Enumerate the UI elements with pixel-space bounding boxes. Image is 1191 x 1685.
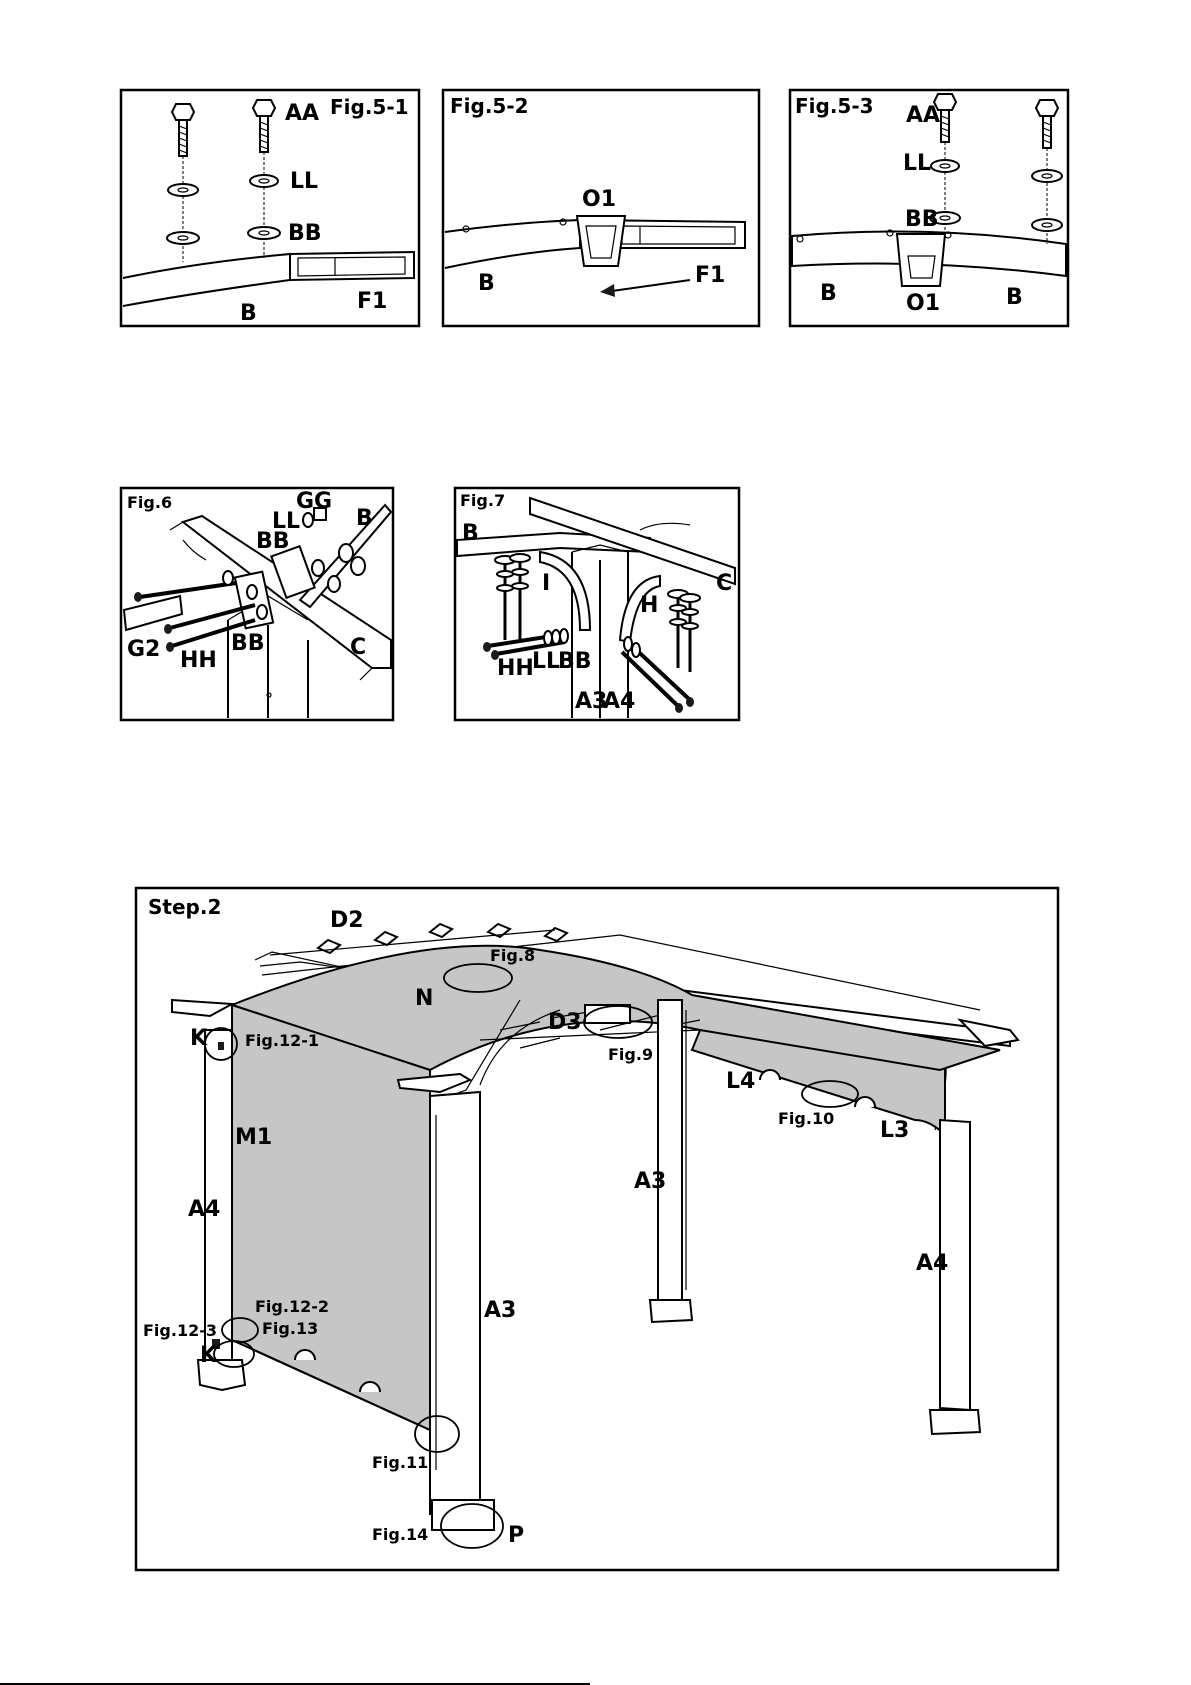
label-b: B bbox=[240, 301, 257, 326]
fig-5-3-panel: Fig.5-3 AA LL BB B O1 B bbox=[790, 90, 1068, 326]
lock-washer-ll bbox=[250, 175, 278, 187]
label-gg: GG bbox=[296, 489, 332, 514]
label-p: P bbox=[508, 1523, 524, 1548]
label-h: H bbox=[640, 593, 658, 618]
direction-arrow bbox=[612, 280, 690, 291]
label-g2: G2 bbox=[127, 637, 160, 662]
fig-5-3-title: Fig.5-3 bbox=[795, 94, 874, 118]
label-c: C bbox=[716, 571, 732, 596]
label-a4-right: A4 bbox=[916, 1251, 948, 1276]
post-a4-right bbox=[930, 1120, 980, 1434]
label-k-bottom: K bbox=[200, 1343, 218, 1368]
beam-b bbox=[445, 220, 580, 268]
vertical-bolts bbox=[495, 554, 700, 672]
label-f1: F1 bbox=[695, 263, 725, 288]
callout-fig11-label: Fig.11 bbox=[372, 1453, 428, 1472]
label-l3: L3 bbox=[880, 1118, 909, 1143]
callout-fig14-label: Fig.14 bbox=[372, 1525, 428, 1544]
fig-7-title: Fig.7 bbox=[460, 491, 505, 510]
fig-6-panel: Fig.6 GG LL BB B G2 HH BB C bbox=[121, 488, 393, 720]
label-c: C bbox=[350, 635, 366, 660]
fig-7-panel: Fig.7 B I C H HH LL BB A3 A4 bbox=[455, 488, 739, 720]
label-i: I bbox=[542, 571, 550, 596]
label-bb: BB bbox=[558, 649, 592, 674]
label-b-left: B bbox=[820, 281, 837, 306]
label-b: B bbox=[462, 521, 479, 546]
label-b: B bbox=[478, 271, 495, 296]
label-hh: HH bbox=[497, 656, 534, 681]
label-o1: O1 bbox=[582, 187, 616, 212]
callout-fig12-2-label: Fig.12-2 bbox=[255, 1297, 329, 1316]
label-l4: L4 bbox=[726, 1069, 755, 1094]
label-aa: AA bbox=[285, 101, 319, 126]
plate-g2 bbox=[124, 596, 182, 630]
label-bb-top: BB bbox=[256, 529, 290, 554]
step-2-title: Step.2 bbox=[148, 895, 221, 919]
callout-fig12-1-label: Fig.12-1 bbox=[245, 1031, 319, 1050]
label-bb: BB bbox=[905, 207, 939, 232]
callout-fig10-label: Fig.10 bbox=[778, 1109, 834, 1128]
label-a3-back: A3 bbox=[634, 1169, 666, 1194]
label-a4: A4 bbox=[603, 689, 635, 714]
fig-5-2-panel: Fig.5-2 O1 B F1 bbox=[443, 90, 759, 326]
callout-fig13-label: Fig.13 bbox=[262, 1319, 318, 1338]
label-ll: LL bbox=[290, 169, 318, 194]
washer-bb bbox=[248, 227, 280, 239]
fig-5-2-title: Fig.5-2 bbox=[450, 94, 529, 118]
callout-fig12-3-label: Fig.12-3 bbox=[143, 1321, 217, 1340]
bolt-aa bbox=[248, 100, 280, 258]
bolt-left bbox=[167, 104, 199, 262]
label-f1: F1 bbox=[357, 289, 387, 314]
fig-6-title: Fig.6 bbox=[127, 493, 172, 512]
label-ll: LL bbox=[532, 649, 560, 674]
post-a3-back bbox=[650, 1000, 692, 1322]
label-m1: M1 bbox=[235, 1125, 272, 1150]
label-aa: AA bbox=[906, 103, 940, 128]
label-b: B bbox=[356, 506, 373, 531]
label-d2: D2 bbox=[330, 908, 364, 933]
fig-5-1-panel: Fig.5-1 AA LL BB B F1 bbox=[121, 90, 419, 326]
label-b-right: B bbox=[1006, 285, 1023, 310]
step-2-panel: Step.2 D2 Fig.8 N D3 Fig.9 K Fig.12-1 L4… bbox=[136, 888, 1058, 1570]
side-shade-m1 bbox=[232, 1005, 430, 1430]
label-a3-front: A3 bbox=[484, 1298, 516, 1323]
rafter-d3 bbox=[585, 1005, 630, 1023]
label-d3: D3 bbox=[548, 1010, 582, 1035]
label-n: N bbox=[415, 986, 433, 1011]
callout-fig9-label: Fig.9 bbox=[608, 1045, 653, 1064]
bolt-right bbox=[1032, 100, 1062, 244]
label-k-top: K bbox=[190, 1026, 208, 1051]
beam-b bbox=[123, 254, 290, 306]
fig-5-1-title: Fig.5-1 bbox=[330, 95, 409, 119]
label-a4-left: A4 bbox=[188, 1197, 220, 1222]
label-bb-bottom: BB bbox=[231, 631, 265, 656]
callout-fig8-label: Fig.8 bbox=[490, 946, 535, 965]
label-bb: BB bbox=[288, 221, 322, 246]
label-o1: O1 bbox=[906, 291, 940, 316]
label-ll: LL bbox=[903, 151, 931, 176]
label-hh: HH bbox=[180, 648, 217, 673]
